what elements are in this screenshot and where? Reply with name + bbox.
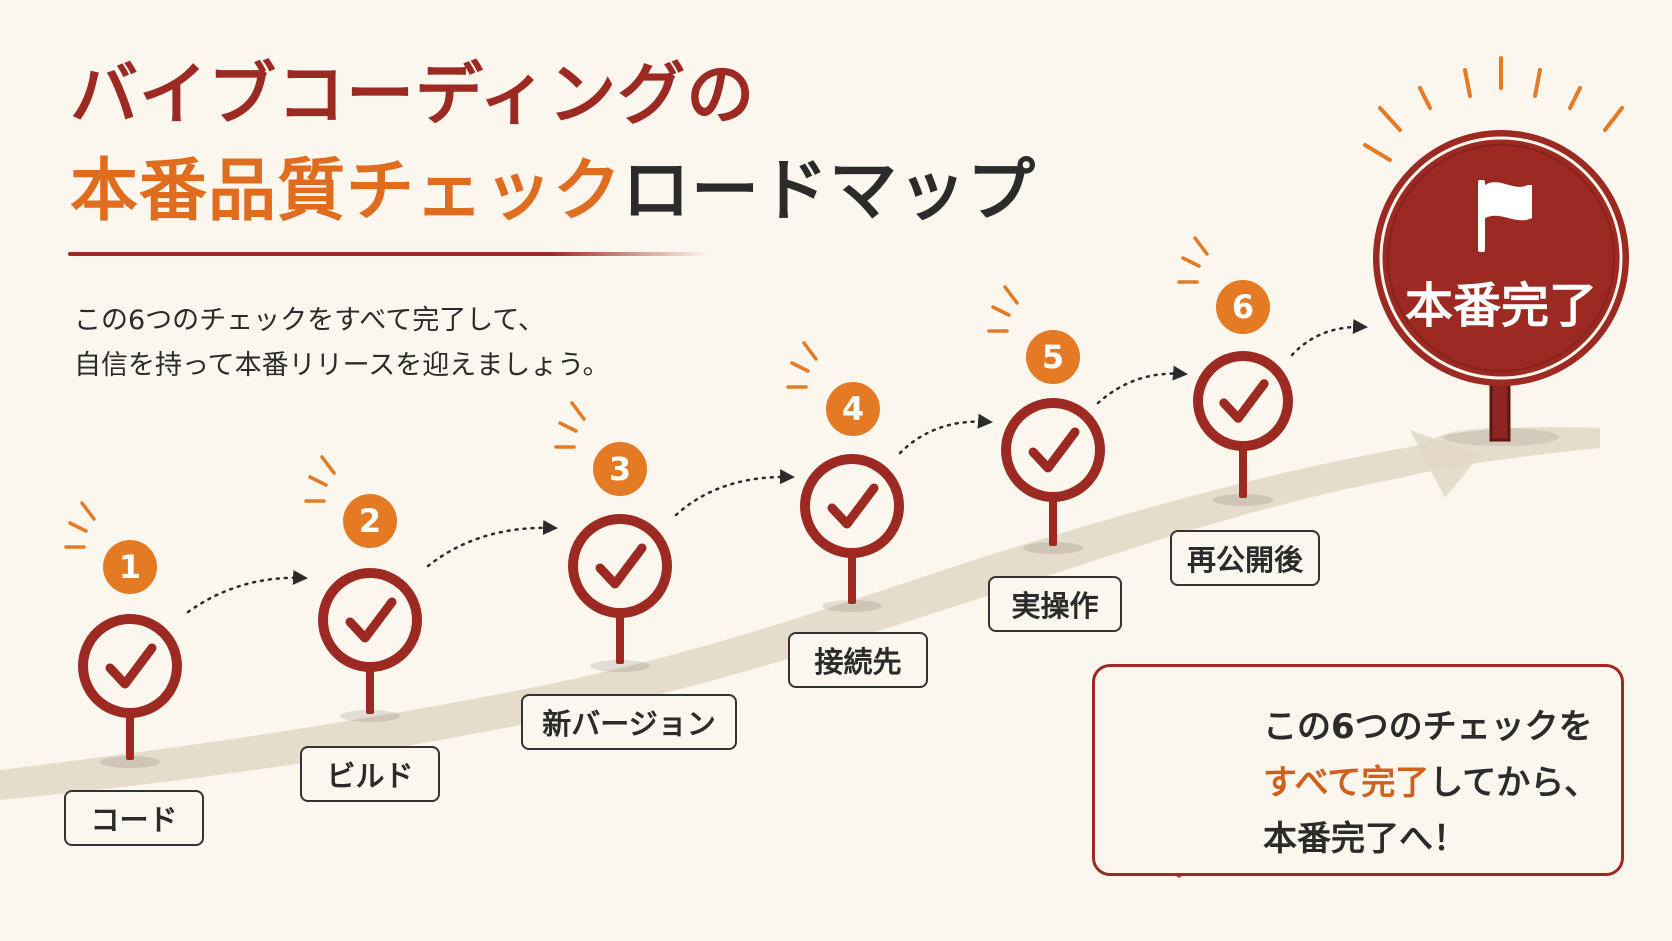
- pin-stem: [366, 670, 374, 714]
- step-5-number: 5: [1026, 330, 1080, 384]
- connector-arrow: [426, 520, 558, 568]
- spark-icon: [304, 455, 336, 503]
- pin-stem: [1239, 449, 1247, 498]
- pin-shadow: [1213, 494, 1273, 506]
- step-3-number: 3: [593, 442, 647, 496]
- spark-line: [790, 361, 810, 373]
- connector-arrow: [898, 413, 993, 455]
- flag-icon: [1478, 180, 1532, 252]
- pin-face: [1011, 408, 1095, 492]
- road-path: [0, 427, 1600, 800]
- goal-rays: [1363, 56, 1624, 162]
- callout-line-1: この6つのチェックを: [1263, 707, 1593, 747]
- spark-icon: [554, 401, 586, 449]
- pins-layer: [78, 351, 1293, 768]
- step-6-label: 再公開後: [1170, 530, 1320, 586]
- spark-line: [991, 305, 1011, 317]
- check-icon: [595, 543, 647, 589]
- spark-line: [1181, 256, 1201, 268]
- pin-stem: [126, 716, 134, 760]
- step-5-pin: [1001, 398, 1105, 554]
- callout-text: この6つのチェックを すべて完了してから、 本番完了へ！: [1263, 699, 1598, 867]
- connector-arrow: [186, 569, 308, 614]
- step-2-label: ビルド: [300, 746, 440, 802]
- spark-icon: [786, 341, 818, 389]
- pin-shadow: [590, 660, 650, 672]
- step-6-pin: [1193, 351, 1293, 506]
- goal-sign: [1363, 56, 1629, 446]
- pin-face: [88, 624, 172, 708]
- step-1-label: コード: [64, 790, 204, 846]
- title-highlight: 本番品質チェック: [70, 152, 623, 231]
- connector-arrow: [1290, 318, 1368, 357]
- callout-highlight: すべて完了: [1263, 763, 1430, 803]
- spark-line: [558, 421, 578, 433]
- callout-line-2-rest: してから、: [1429, 763, 1599, 803]
- step-2-pin: [318, 568, 422, 722]
- pin-face: [810, 464, 894, 548]
- step-2-number: 2: [343, 494, 397, 548]
- spark-icon: [1177, 236, 1209, 284]
- subtitle: この6つのチェックをすべて完了して、 自信を持って本番リリースを迎えましょう。: [74, 298, 610, 388]
- spark-line: [68, 521, 88, 533]
- spark-line: [1193, 236, 1209, 256]
- pin-face: [1203, 361, 1283, 441]
- step-1-pin: [78, 614, 182, 768]
- check-icon: [105, 643, 157, 689]
- callout-line-2: すべて完了してから、: [1263, 755, 1598, 811]
- step-4-label: 接続先: [788, 632, 928, 688]
- spark-line: [570, 401, 586, 421]
- connector-arrow: [1096, 365, 1188, 405]
- spark-line: [1003, 285, 1019, 305]
- pin-stem: [848, 556, 856, 604]
- bursts-layer: [64, 236, 1209, 549]
- subtitle-line-2: 自信を持って本番リリースを迎えましょう。: [74, 350, 610, 381]
- check-icon: [827, 483, 879, 529]
- pin-face: [578, 524, 662, 608]
- step-4-number: 4: [826, 382, 880, 436]
- spark-line: [320, 455, 336, 475]
- connector-arrow: [674, 469, 795, 517]
- check-icon: [1028, 427, 1080, 473]
- step-3-pin: [568, 514, 672, 672]
- road-arrowhead: [1410, 430, 1480, 498]
- step-1-number: 1: [103, 540, 157, 594]
- pin-shadow: [340, 710, 400, 722]
- spark-icon: [64, 501, 96, 549]
- pin-stem: [616, 616, 624, 664]
- callout-line-3: 本番完了へ！: [1263, 819, 1467, 859]
- step-5-label: 実操作: [988, 576, 1122, 632]
- check-icon: [345, 597, 397, 643]
- title-rest: ロードマップ: [622, 152, 1037, 231]
- pin-shadow: [100, 756, 160, 768]
- callout-box: この6つのチェックを すべて完了してから、 本番完了へ！: [1092, 664, 1624, 876]
- spark-line: [308, 475, 328, 487]
- step-4-pin: [800, 454, 904, 612]
- step-6-number: 6: [1216, 280, 1270, 334]
- goal-label: 本番完了: [1404, 278, 1597, 334]
- title-line-2: 本番品質チェックロードマップ: [70, 158, 1036, 226]
- pin-face: [328, 578, 412, 662]
- spark-line: [80, 501, 96, 521]
- spark-icon: [987, 285, 1019, 333]
- title-underline: [68, 252, 708, 256]
- spark-line: [802, 341, 818, 361]
- pin-stem: [1049, 500, 1057, 546]
- subtitle-line-1: この6つのチェックをすべて完了して、: [74, 305, 546, 336]
- check-icon: [1219, 379, 1269, 423]
- title-line-1: バイブコーディングの: [70, 56, 756, 135]
- pin-shadow: [1023, 542, 1083, 554]
- pin-shadow: [822, 600, 882, 612]
- step-3-label: 新バージョン: [521, 694, 737, 750]
